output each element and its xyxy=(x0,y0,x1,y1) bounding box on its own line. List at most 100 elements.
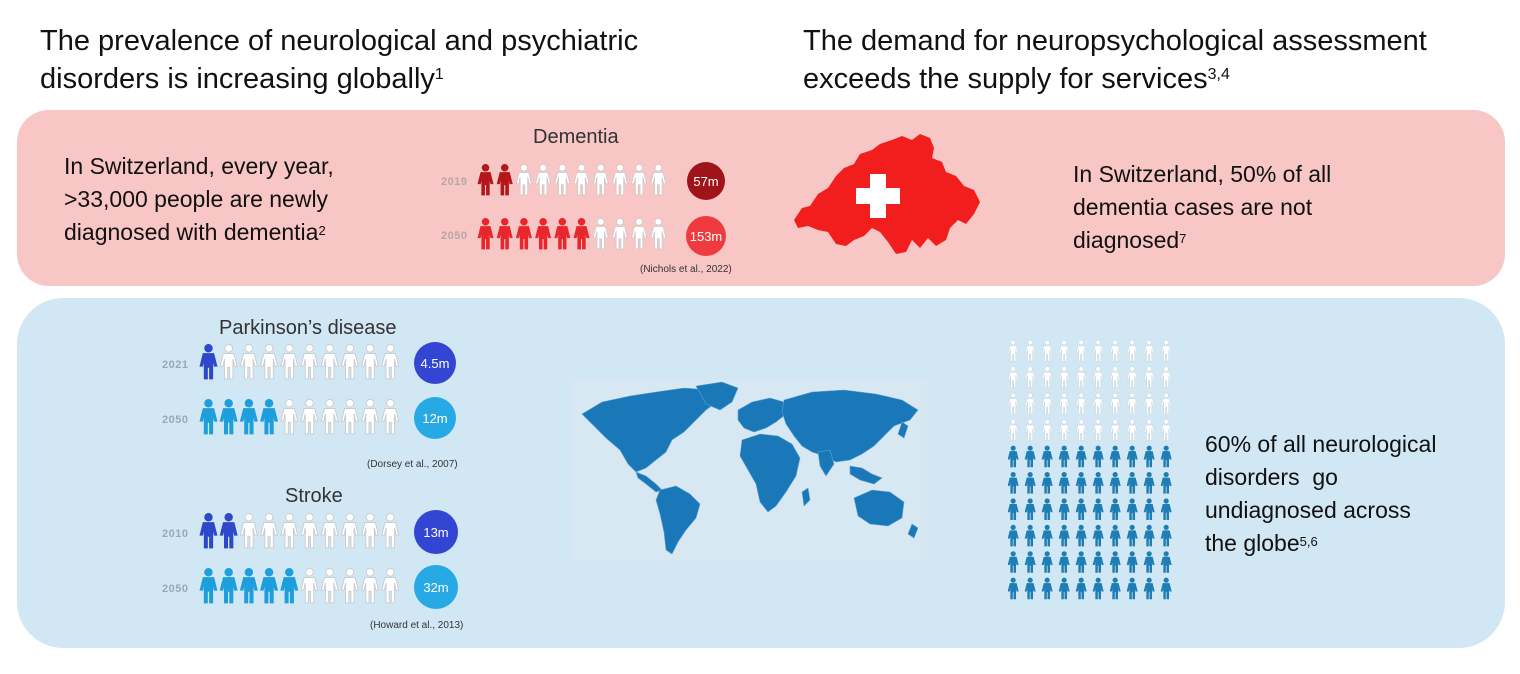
undiagnosed-person-icon xyxy=(1058,551,1070,573)
diagnosed-person-icon xyxy=(1024,392,1036,415)
diagnosed-person-icon xyxy=(1160,340,1172,362)
undiagnosed-person-icon xyxy=(1024,551,1036,573)
diagnosed-person-icon xyxy=(1109,366,1121,389)
stroke-2050-person-icon-2 xyxy=(219,568,238,604)
parkinsons-2021-person-icon-2 xyxy=(219,344,238,380)
dementia-2050-person-icon-6 xyxy=(573,218,590,250)
undiagnosed-person-icon xyxy=(1109,551,1121,573)
undiagnosed-person-icon xyxy=(1024,577,1036,600)
undiagnosed-person-icon xyxy=(1109,524,1121,547)
stroke-2050-person-icon-7 xyxy=(320,568,339,604)
diagnosed-person-icon xyxy=(1075,340,1087,362)
stroke-2050-person-icon-6 xyxy=(300,568,319,604)
undiagnosed-person-icon xyxy=(1024,498,1036,521)
dementia-undiagnosed-text: In Switzerland, 50% of all dementia case… xyxy=(1073,161,1332,253)
undiagnosed-person-icon xyxy=(1024,472,1036,494)
parkinsons-2050-person-icon-5 xyxy=(280,399,299,435)
diagnosed-person-icon xyxy=(1143,366,1155,389)
dementia-2050-people xyxy=(477,218,667,250)
parkinsons-2050-people xyxy=(199,399,400,435)
dementia-2019-person-icon-1 xyxy=(477,164,494,196)
parkinsons-2021-person-icon-9 xyxy=(361,344,380,380)
parkinsons-2050-person-icon-7 xyxy=(320,399,339,435)
undiagnosed-person-icon xyxy=(1143,577,1155,600)
parkinsons-2050-person-icon-2 xyxy=(219,399,238,435)
undiagnosed-person-icon xyxy=(1041,524,1053,547)
diagnosed-person-icon xyxy=(1160,419,1172,441)
stroke-2010-person-icon-6 xyxy=(300,513,319,549)
undiagnosed-person-icon xyxy=(1075,524,1087,547)
diagnosed-person-icon xyxy=(1126,392,1138,415)
parkinsons-year-2050: 2050 xyxy=(162,414,189,426)
stroke-2010-person-icon-7 xyxy=(320,513,339,549)
undiagnosed-person-icon xyxy=(1092,445,1104,468)
undiagnosed-person-icon xyxy=(1058,445,1070,468)
stroke-2010-person-icon-4 xyxy=(260,513,279,549)
undiagnosed-person-icon xyxy=(1126,551,1138,573)
parkinsons-2021-person-icon-5 xyxy=(280,344,299,380)
parkinsons-2050-person-icon-8 xyxy=(340,399,359,435)
undiagnosed-person-icon xyxy=(1160,472,1172,494)
dementia-2019-person-icon-9 xyxy=(631,164,648,196)
diagnosed-person-icon xyxy=(1160,392,1172,415)
stroke-citation: (Howard et al., 2013) xyxy=(370,620,464,631)
undiagnosed-person-icon xyxy=(1041,498,1053,521)
global-undiagnosed-text: 60% of all neurological disorders go und… xyxy=(1205,431,1437,556)
undiagnosed-person-icon xyxy=(1126,472,1138,494)
stroke-2050-count-badge: 32m xyxy=(414,565,458,609)
undiagnosed-person-icon xyxy=(1075,551,1087,573)
diagnosed-person-icon xyxy=(1126,340,1138,362)
diagnosed-person-icon xyxy=(1041,340,1053,362)
undiagnosed-person-icon xyxy=(1126,524,1138,547)
reference-marker: 3,4 xyxy=(1207,66,1230,83)
dementia-chart-title: Dementia xyxy=(533,126,619,148)
undiagnosed-person-icon xyxy=(1058,472,1070,494)
undiagnosed-person-icon xyxy=(1075,577,1087,600)
dementia-2019-person-icon-4 xyxy=(535,164,552,196)
parkinsons-2050-person-icon-9 xyxy=(361,399,380,435)
undiagnosed-person-icon xyxy=(1143,445,1155,468)
stroke-2010-person-icon-1 xyxy=(199,513,218,549)
reference-marker: 1 xyxy=(434,66,444,83)
diagnosed-person-icon xyxy=(1075,366,1087,389)
stroke-2050-person-icon-10 xyxy=(381,568,400,604)
undiagnosed-person-icon xyxy=(1075,472,1087,494)
diagnosed-person-icon xyxy=(1126,419,1138,441)
stroke-2050-person-icon-3 xyxy=(239,568,258,604)
parkinsons-2021-person-icon-4 xyxy=(260,344,279,380)
dementia-2019-person-icon-10 xyxy=(650,164,667,196)
undiagnosed-person-icon xyxy=(1160,524,1172,547)
world-map-icon xyxy=(572,380,927,560)
stroke-2050-person-icon-4 xyxy=(260,568,279,604)
diagnosed-person-icon xyxy=(1041,366,1053,389)
undiagnosed-person-icon xyxy=(1109,472,1121,494)
undiagnosed-person-icon xyxy=(1058,524,1070,547)
parkinsons-2021-person-icon-7 xyxy=(320,344,339,380)
undiagnosed-person-icon xyxy=(1024,445,1036,468)
undiagnosed-person-icon xyxy=(1024,524,1036,547)
stroke-2010-person-icon-3 xyxy=(239,513,258,549)
parkinsons-2021-person-icon-1 xyxy=(199,344,218,380)
dementia-2050-person-icon-3 xyxy=(515,218,532,250)
dementia-2050-person-icon-7 xyxy=(592,218,609,250)
undiagnosed-person-icon xyxy=(1126,498,1138,521)
dementia-2050-person-icon-2 xyxy=(496,218,513,250)
parkinsons-year-2021: 2021 xyxy=(162,359,189,371)
diagnosed-person-icon xyxy=(1143,392,1155,415)
diagnosed-person-icon xyxy=(1024,419,1036,441)
diagnosed-person-icon xyxy=(1058,419,1070,441)
undiagnosed-person-icon xyxy=(1109,498,1121,521)
diagnosed-person-icon xyxy=(1160,366,1172,389)
dementia-year-2019: 2019 xyxy=(441,176,468,188)
undiagnosed-person-icon xyxy=(1008,472,1019,494)
undiagnosed-person-icon xyxy=(1160,551,1172,573)
diagnosed-person-icon xyxy=(1058,366,1070,389)
diagnosed-person-icon xyxy=(1008,340,1019,362)
headline-demand-line2: exceeds the supply for services xyxy=(803,63,1208,95)
parkinsons-2021-count-badge: 4.5m xyxy=(414,342,456,384)
parkinsons-chart-title: Parkinson’s disease xyxy=(219,317,397,339)
diagnosed-person-icon xyxy=(1092,419,1104,441)
undiagnosed-person-icon xyxy=(1041,577,1053,600)
parkinsons-2050-person-icon-10 xyxy=(381,399,400,435)
stroke-2010-people xyxy=(199,513,400,549)
